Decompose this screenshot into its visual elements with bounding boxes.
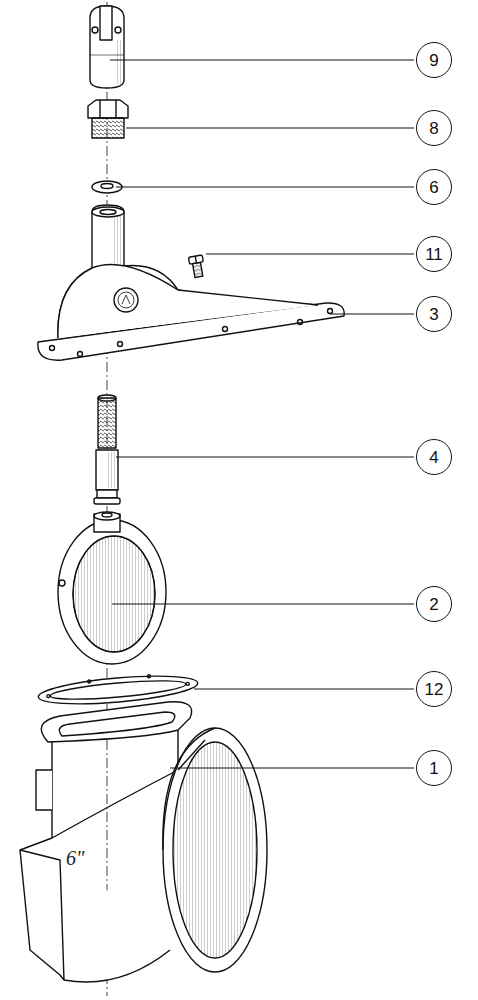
callout-circle: 12 [416,671,452,707]
leader-lines [110,60,414,768]
size-marking: 6" [66,848,84,868]
callout-number: 8 [429,120,438,137]
callout-circle: 8 [416,110,452,146]
callout-circle: 3 [416,296,452,332]
callout-circle: 11 [416,236,452,272]
callout-circle: 1 [416,750,452,786]
screw [188,255,205,278]
callout-circle: 9 [416,42,452,78]
gland-nut [88,100,128,138]
callout-circle: 2 [416,586,452,622]
callout-number: 3 [429,306,438,323]
stem [94,395,120,504]
clevis-part [90,6,124,88]
gate-disc [58,512,166,664]
valve-body [20,702,267,982]
callout-number: 4 [429,449,438,466]
callout-number: 12 [425,681,444,698]
callout-circle: 6 [416,169,452,205]
callout-number: 9 [429,52,438,69]
bonnet [38,205,344,360]
callout-number: 2 [429,596,438,613]
callout-number: 6 [429,179,438,196]
callout-number: 1 [429,760,438,777]
callout-circle: 4 [416,439,452,475]
callout-number: 11 [425,246,443,263]
